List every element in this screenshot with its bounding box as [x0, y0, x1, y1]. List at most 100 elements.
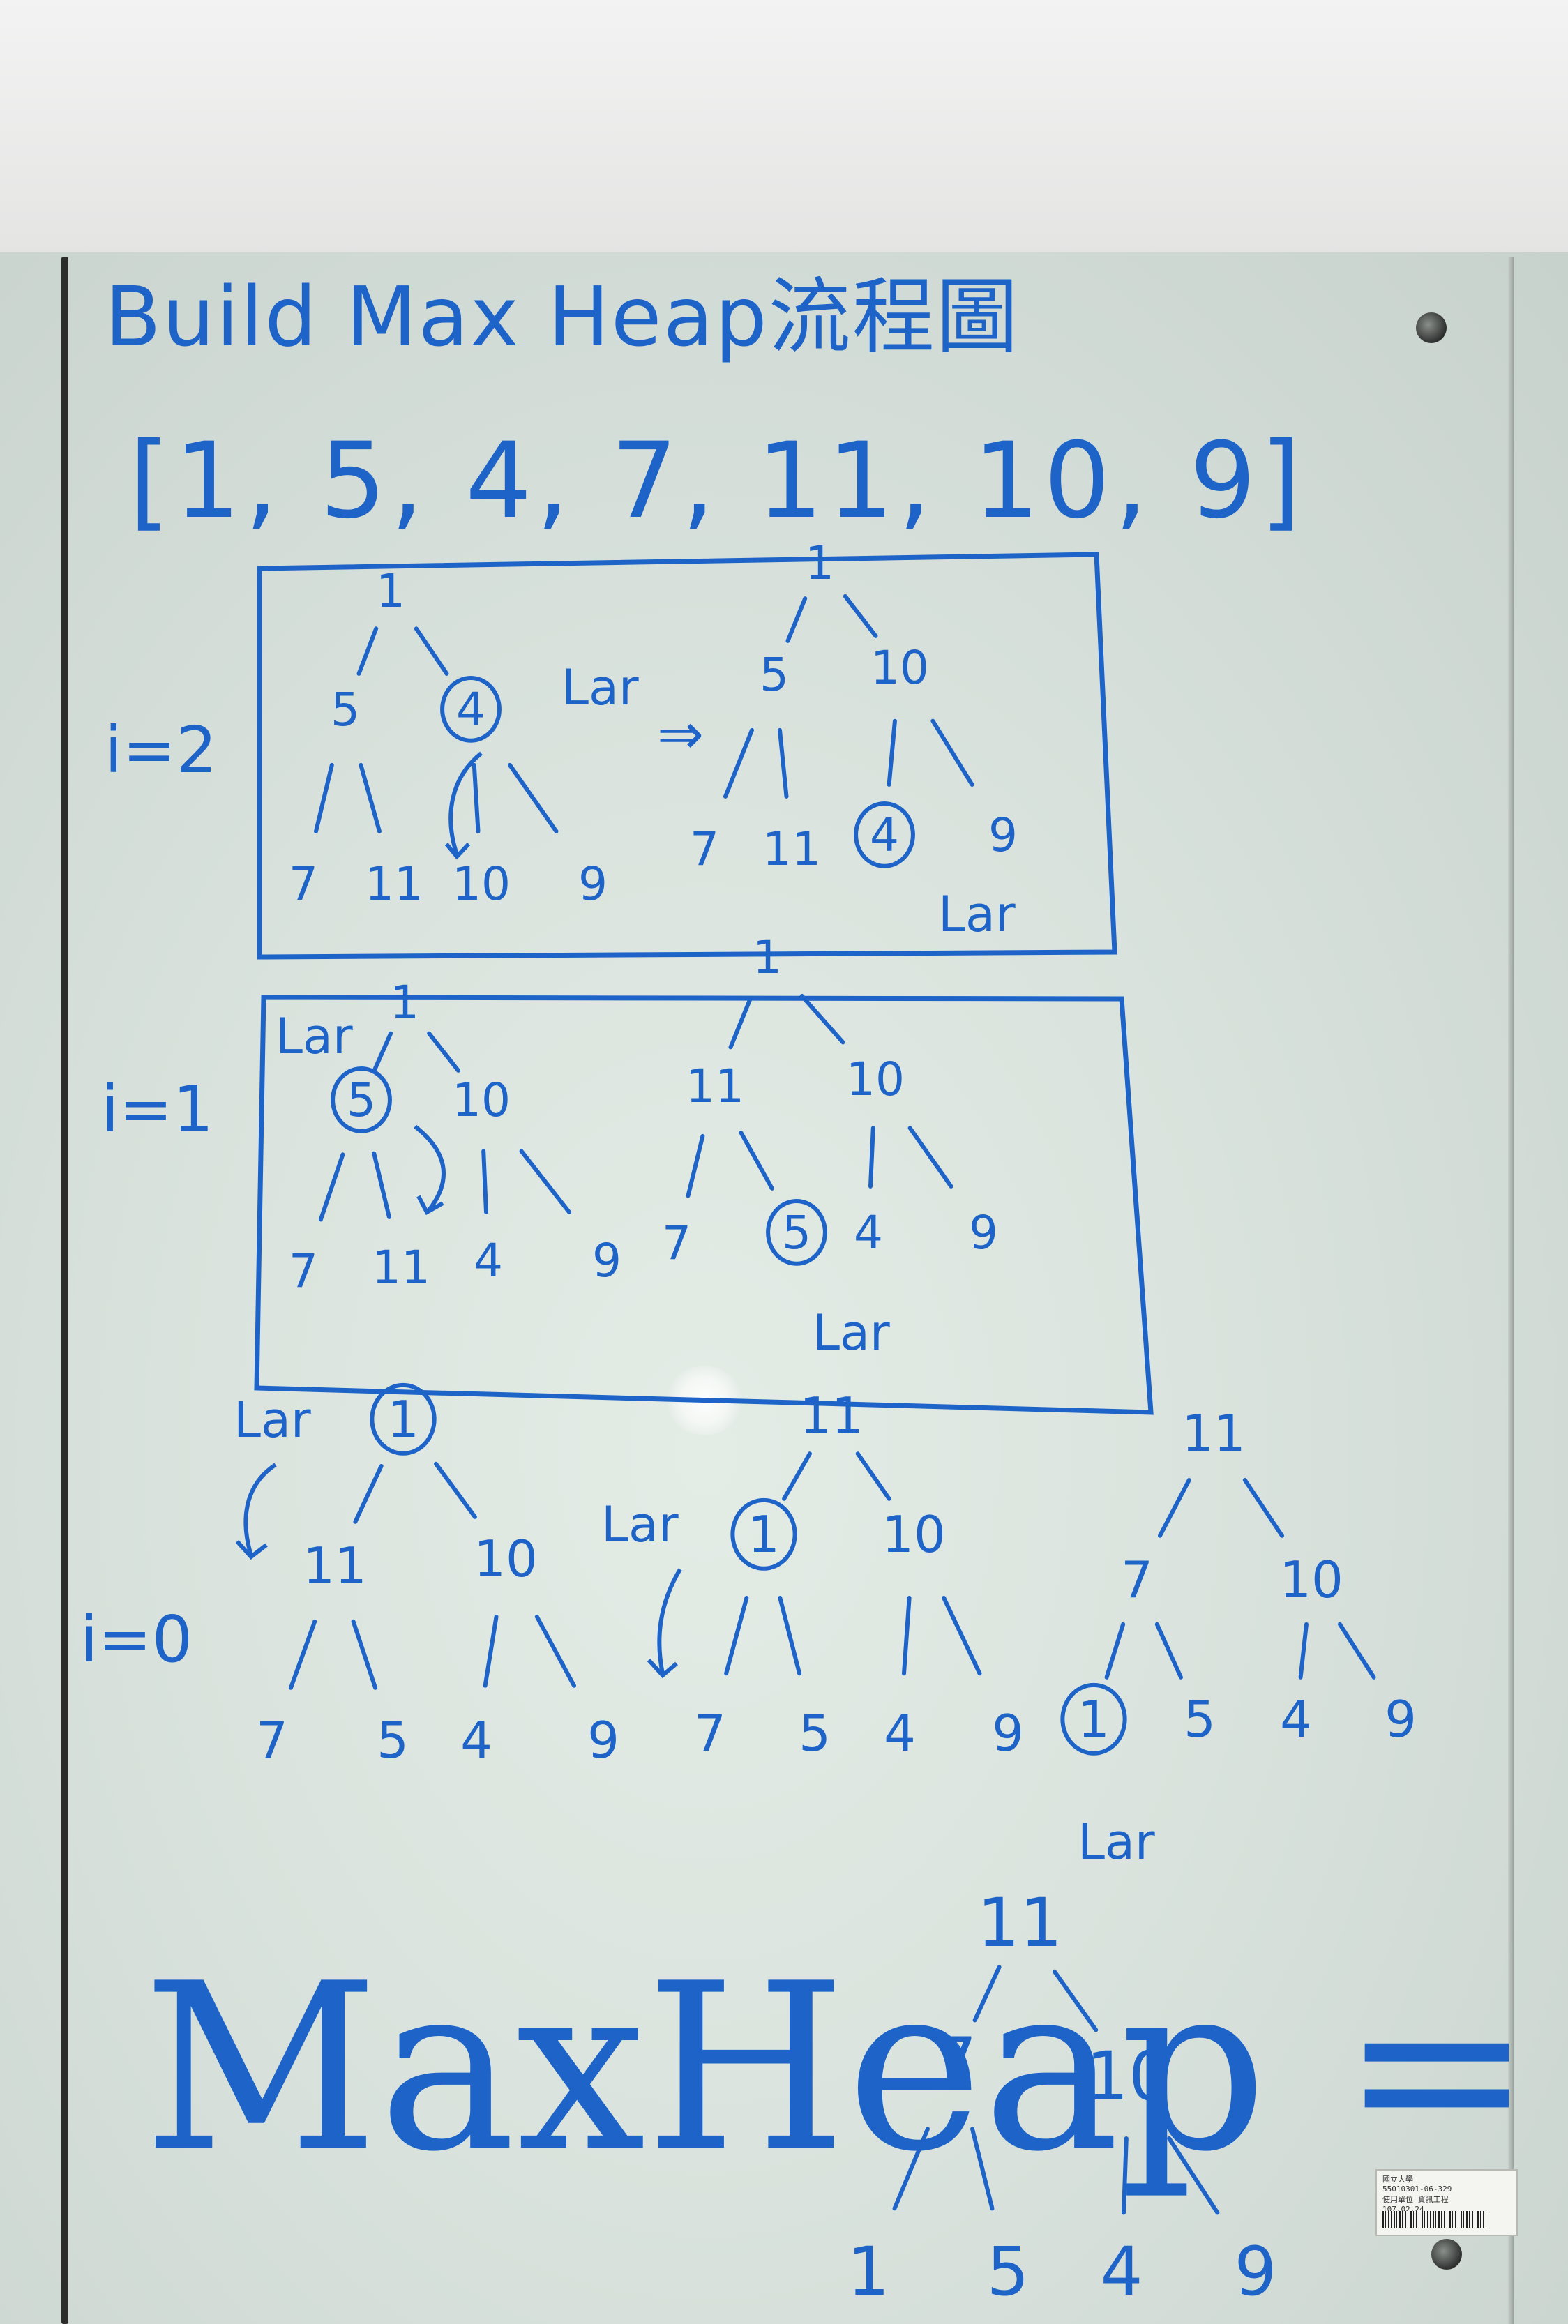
asset-sticker: 國立大學 55010301-06-329 使用單位 資訊工程 107.02.24 — [1375, 2169, 1518, 2236]
i0_a-node-circle — [370, 1382, 437, 1456]
i0_b-edge — [902, 1596, 912, 1676]
transform-arrow: ⇒ — [657, 702, 704, 767]
sticker-line: 使用單位 資訊工程 — [1382, 2194, 1449, 2204]
i0_a-edge — [483, 1615, 499, 1688]
i0_a-node: 1 — [387, 1390, 419, 1449]
i0_b-node: 5 — [799, 1704, 831, 1763]
i1_after-node: 10 — [846, 1052, 905, 1106]
i2_before-edge — [508, 762, 559, 833]
final-edge — [1167, 2136, 1220, 2215]
i0_b-node: 11 — [799, 1387, 864, 1445]
board-frame-left — [61, 257, 68, 2324]
i0_b-edge — [782, 1451, 812, 1501]
i2_before-node: 1 — [376, 564, 405, 618]
larger-tag-i0_c: Lar — [1078, 1813, 1155, 1871]
i0_c-edge — [1104, 1622, 1126, 1680]
i1_after-node: 4 — [854, 1206, 883, 1260]
swap-arrow-i0b — [657, 1568, 682, 1675]
swap-arrow-i0a — [243, 1463, 277, 1556]
step-box-i2 — [257, 552, 1117, 960]
i1_after-node: 5 — [782, 1206, 811, 1260]
mount-screw-bottom — [1431, 2239, 1462, 2270]
i0_a-edge — [289, 1619, 317, 1690]
i2_after-node: 1 — [805, 536, 834, 590]
i2_before-node: 9 — [578, 857, 608, 911]
swap-arrow-i2 — [448, 751, 483, 855]
i2_after-node: 5 — [760, 648, 789, 702]
final-node: 9 — [1234, 2233, 1276, 2311]
i2_after-node: 11 — [762, 822, 821, 876]
i1_before-node: 5 — [347, 1073, 376, 1127]
larger-tag-i1_before: Lar — [276, 1008, 353, 1065]
i2_after-node: 7 — [690, 822, 719, 876]
i0_c-node: 9 — [1385, 1690, 1417, 1749]
i0_b-node: 4 — [884, 1704, 916, 1763]
larger-tag-i2_before: Lar — [561, 659, 639, 716]
i2_before-node-circle — [440, 676, 502, 743]
board-title: Build Max Heap流程圖 — [105, 269, 1020, 365]
final-node: 5 — [986, 2233, 1029, 2311]
i0_b-node-circle — [730, 1497, 797, 1571]
i2_after-edge — [887, 718, 897, 787]
i2_after-node-circle — [854, 801, 915, 868]
i0_b-node: 1 — [748, 1505, 780, 1564]
final-node: 10 — [1086, 2037, 1171, 2115]
i0_b-edge — [855, 1451, 891, 1501]
i1_before-node: 11 — [372, 1241, 430, 1295]
i1_after-node: 1 — [753, 930, 782, 984]
i0_c-node: 11 — [1182, 1404, 1246, 1463]
step-label-i0: i=0 — [80, 1602, 193, 1677]
i1_after-node: 7 — [662, 1216, 691, 1270]
i1_after-edge — [686, 1133, 705, 1198]
i0_c-node: 5 — [1184, 1690, 1216, 1749]
i2_before-node: 7 — [289, 857, 318, 911]
step-label-i2: i=2 — [105, 713, 218, 787]
i0_c-edge — [1154, 1622, 1183, 1680]
i0_c-node: 1 — [1078, 1690, 1110, 1749]
final-node: 7 — [934, 2023, 977, 2102]
i2_before-node: 5 — [331, 683, 360, 737]
i0_a-edge — [353, 1464, 384, 1524]
i2_before-edge — [356, 626, 379, 676]
final-node: 4 — [1100, 2233, 1143, 2311]
i2_before-edge — [359, 762, 382, 833]
i0_c-node: 4 — [1280, 1690, 1312, 1749]
i0_b-edge — [724, 1596, 749, 1676]
larger-tag-i0_b: Lar — [601, 1496, 679, 1553]
i2_after-node: 4 — [870, 808, 899, 862]
step-box-i1 — [254, 995, 1154, 1415]
i0_a-edge — [434, 1461, 477, 1519]
i0_c-node-circle — [1060, 1682, 1127, 1756]
swap-arrow-i1 — [414, 1124, 446, 1212]
i0_a-edge — [351, 1619, 378, 1690]
i2_before-edge — [314, 762, 334, 833]
i1_before-edge — [318, 1152, 345, 1222]
final-maxheap-label: MaxHeap = — [143, 1934, 1534, 2202]
i2_after-edge — [723, 727, 754, 799]
final-edge — [972, 1965, 1002, 2023]
i0_c-node: 7 — [1121, 1550, 1153, 1609]
i1_after-edge — [868, 1126, 875, 1189]
i0_b-edge — [778, 1596, 802, 1676]
larger-tag-i1_after: Lar — [813, 1304, 890, 1361]
i2_after-edge — [930, 718, 974, 787]
step-label-i1: i=1 — [101, 1072, 214, 1147]
i0_a-node: 5 — [377, 1711, 409, 1770]
i2_after-node: 9 — [988, 808, 1018, 862]
i1_after-node: 11 — [686, 1059, 744, 1113]
wall — [0, 0, 1568, 258]
i0_b-node: 10 — [882, 1505, 946, 1564]
board-frame-right — [1508, 257, 1514, 2324]
i2_after-node: 10 — [870, 641, 929, 695]
i1_after-node-circle — [766, 1199, 827, 1266]
input-array: [1, 5, 4, 7, 11, 10, 9] — [129, 421, 1306, 542]
i1_after-edge — [799, 993, 845, 1045]
i1_after-edge — [907, 1126, 953, 1189]
i0_c-edge — [1242, 1478, 1284, 1538]
i0_b-node: 7 — [694, 1704, 726, 1763]
i2_after-edge — [843, 594, 878, 638]
i0_a-node: 11 — [303, 1537, 367, 1595]
i0_c-edge — [1298, 1622, 1309, 1680]
final-edge — [970, 2127, 995, 2211]
i0_a-edge — [534, 1615, 576, 1688]
